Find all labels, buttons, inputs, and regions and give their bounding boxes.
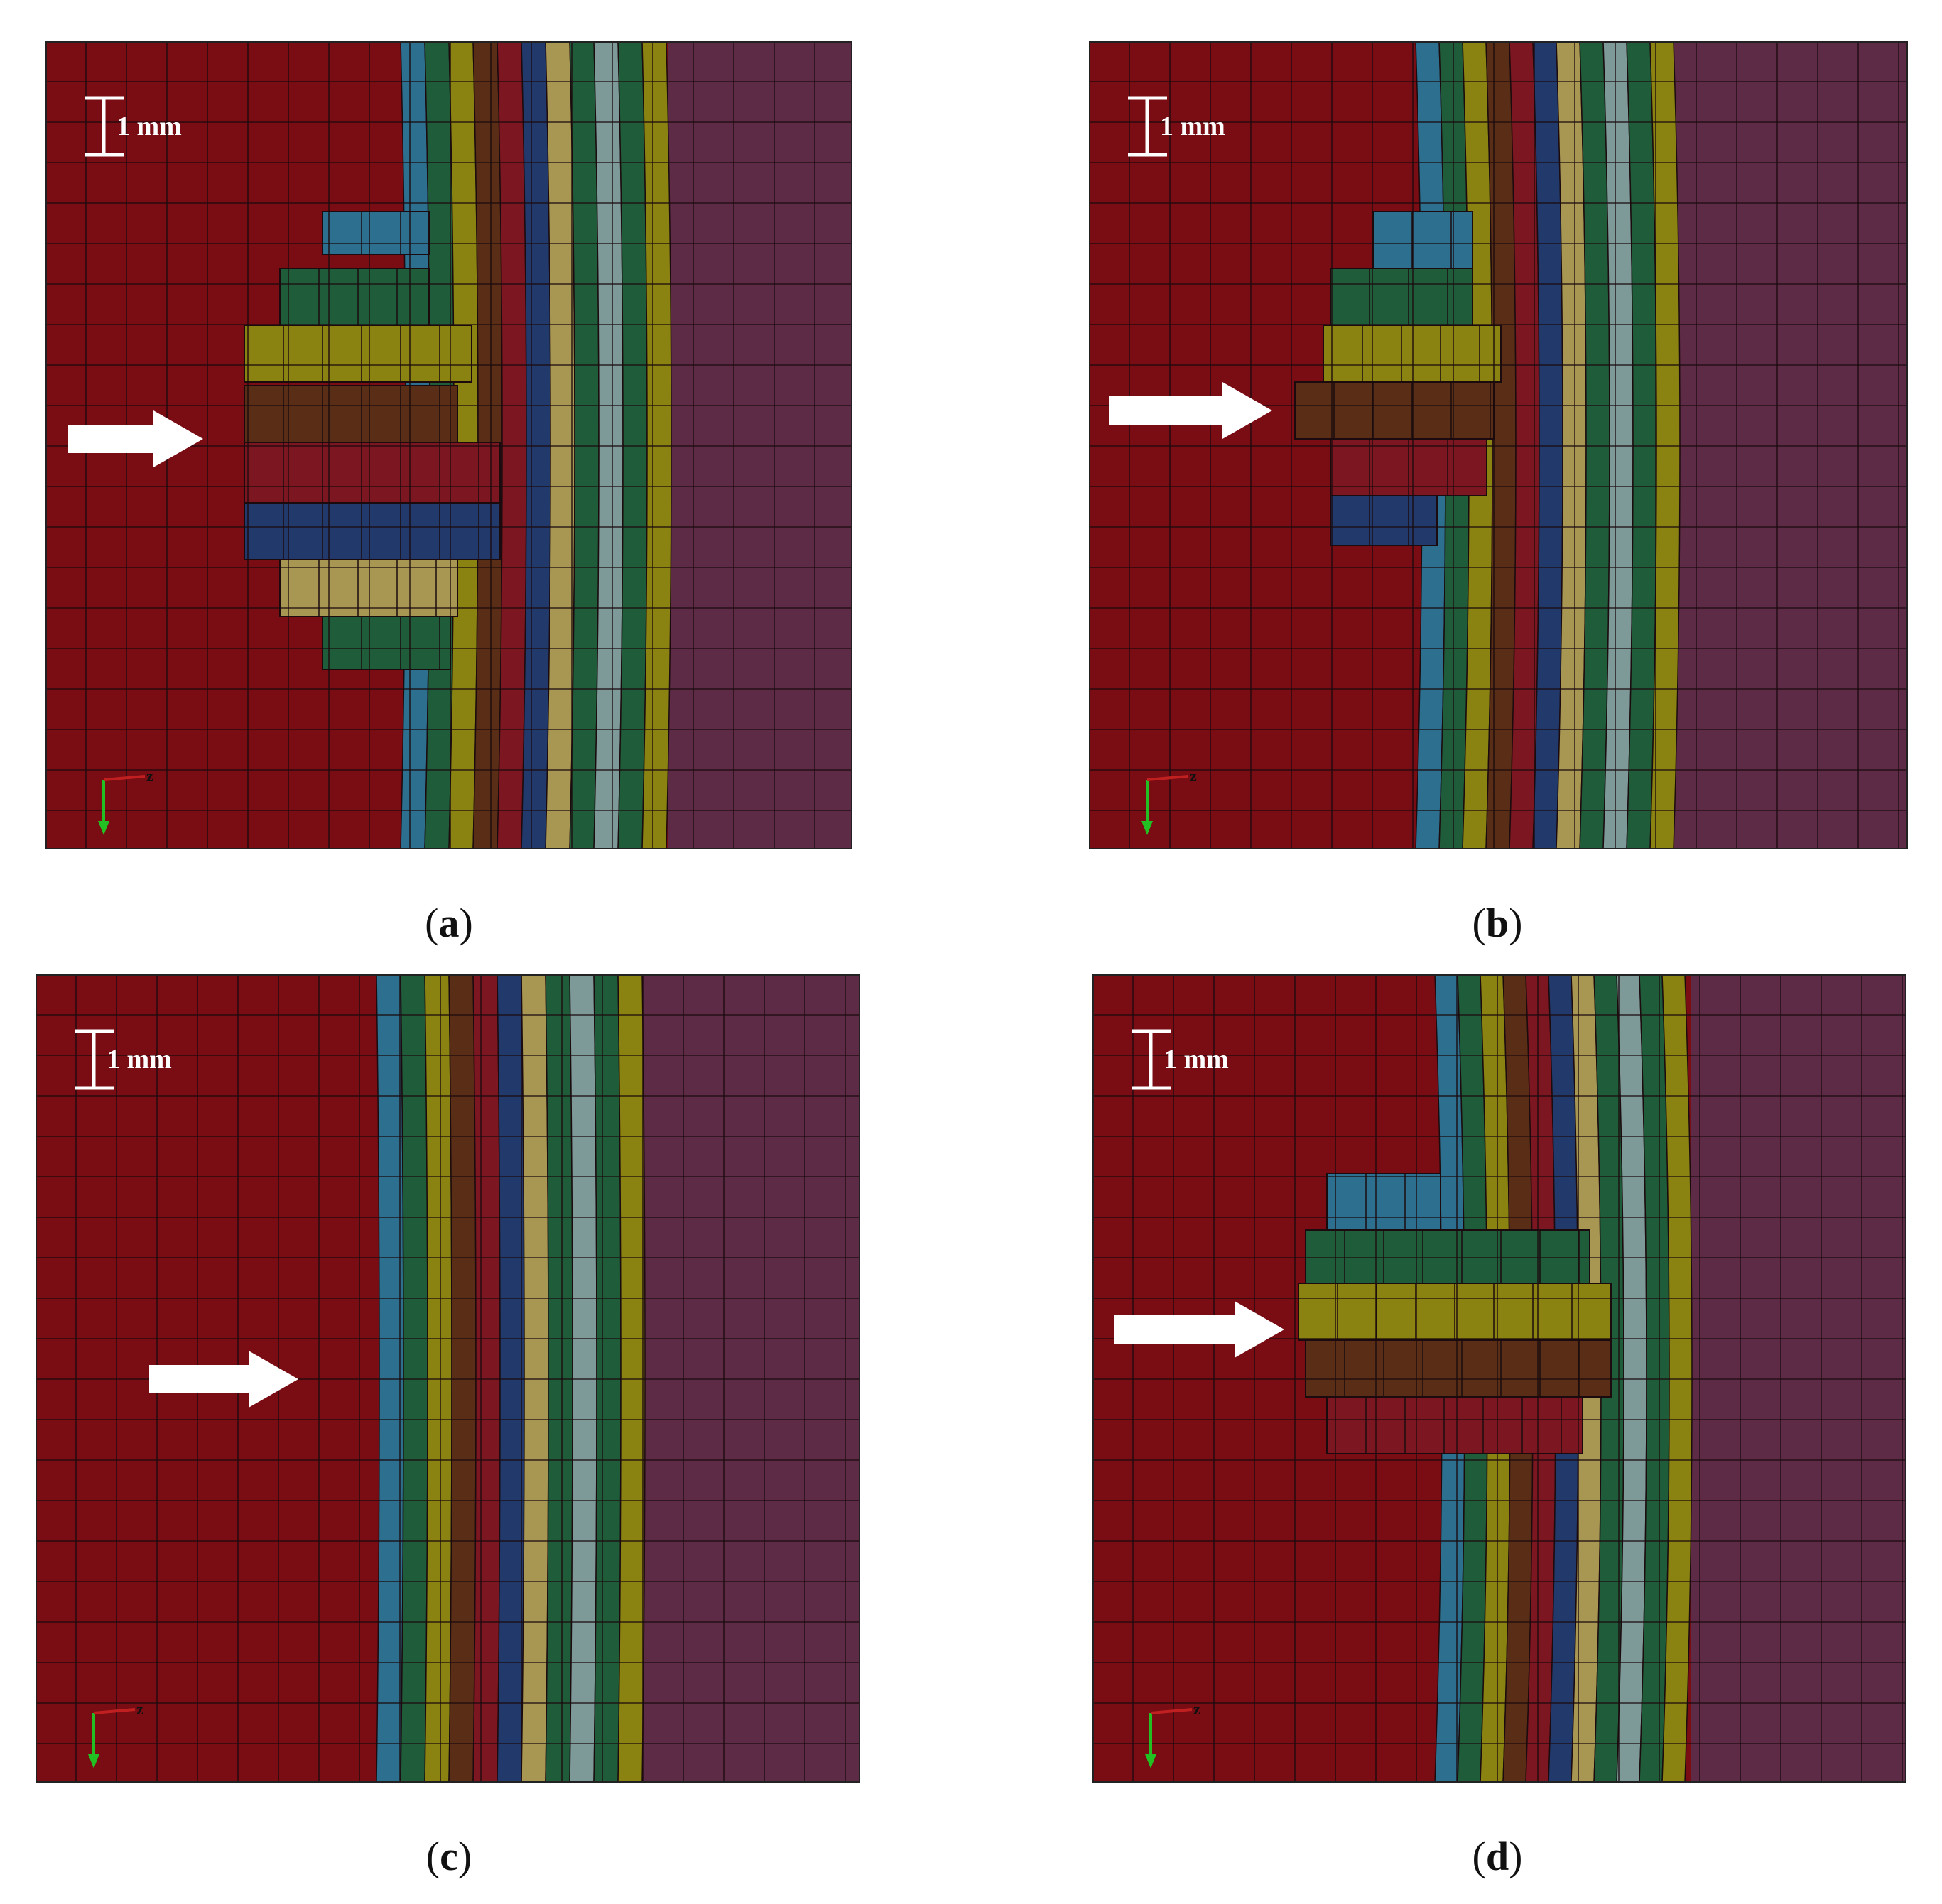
damage-block — [1372, 211, 1473, 269]
panel-frame — [1089, 41, 1908, 849]
damage-block — [244, 502, 501, 560]
backing-plate — [1673, 41, 1908, 849]
axis-z-label: z — [1190, 767, 1197, 785]
damage-block — [1323, 325, 1502, 383]
panel-a-mesh: 1 mm z — [45, 41, 852, 849]
scale-bar-label: 1 mm — [1160, 111, 1225, 141]
panel-b: 1 mm z — [1089, 41, 1908, 849]
damage-block — [244, 325, 472, 383]
backing-plate — [668, 41, 852, 849]
caption-b: (b) — [1472, 900, 1523, 946]
backing-plate — [625, 974, 860, 1783]
panel-d: 1 mm z — [1092, 974, 1906, 1783]
caption-a: (a) — [425, 900, 473, 946]
damage-block — [1305, 1339, 1612, 1398]
impact-arrow-icon — [1114, 1301, 1284, 1358]
damage-block — [1326, 1173, 1441, 1231]
panel-frame — [45, 41, 852, 849]
axis-z-label: z — [1193, 1700, 1200, 1718]
impact-arrow-icon — [1109, 382, 1272, 439]
scale-bar-label: 1 mm — [116, 111, 182, 141]
axis-y-arrowhead-icon — [1145, 1754, 1156, 1768]
damage-block — [1330, 268, 1473, 330]
axis-y-arrowhead-icon — [88, 1754, 99, 1768]
damage-block — [244, 442, 501, 504]
panel-b-mesh: 1 mm z — [1089, 41, 1908, 849]
impact-arrow-icon — [68, 410, 203, 467]
scale-bar-label: 1 mm — [1163, 1045, 1229, 1075]
damage-block — [279, 268, 430, 330]
panel-c: 1 mm z — [36, 974, 860, 1783]
axis-z-label: z — [136, 1700, 143, 1718]
damage-block — [1326, 1396, 1583, 1454]
axis-z-icon — [93, 1708, 136, 1714]
axis-z-label: z — [146, 767, 153, 785]
axis-z-icon — [103, 775, 146, 781]
damage-block — [1294, 381, 1495, 440]
damage-block — [322, 211, 430, 255]
panel-c-mesh: 1 mm z — [36, 974, 860, 1783]
axis-z-icon — [1146, 775, 1189, 781]
scale-bar-label: 1 mm — [107, 1045, 172, 1075]
panel-frame — [1092, 974, 1906, 1783]
axis-y-arrowhead-icon — [98, 821, 109, 835]
caption-c: (c) — [425, 1833, 472, 1879]
panel-d-mesh: 1 mm z — [1092, 974, 1906, 1783]
impact-arrow-icon — [149, 1351, 298, 1408]
damage-block — [1305, 1229, 1590, 1284]
panel-a: 1 mm z — [45, 41, 852, 849]
axis-y-arrowhead-icon — [1141, 821, 1153, 835]
backing-plate — [1691, 974, 1906, 1783]
damage-block — [322, 616, 451, 670]
damage-block — [1330, 495, 1438, 546]
panel-frame — [36, 974, 860, 1783]
caption-d: (d) — [1472, 1833, 1523, 1879]
damage-block — [279, 559, 458, 617]
damage-block — [244, 385, 458, 443]
axis-z-icon — [1150, 1708, 1193, 1714]
